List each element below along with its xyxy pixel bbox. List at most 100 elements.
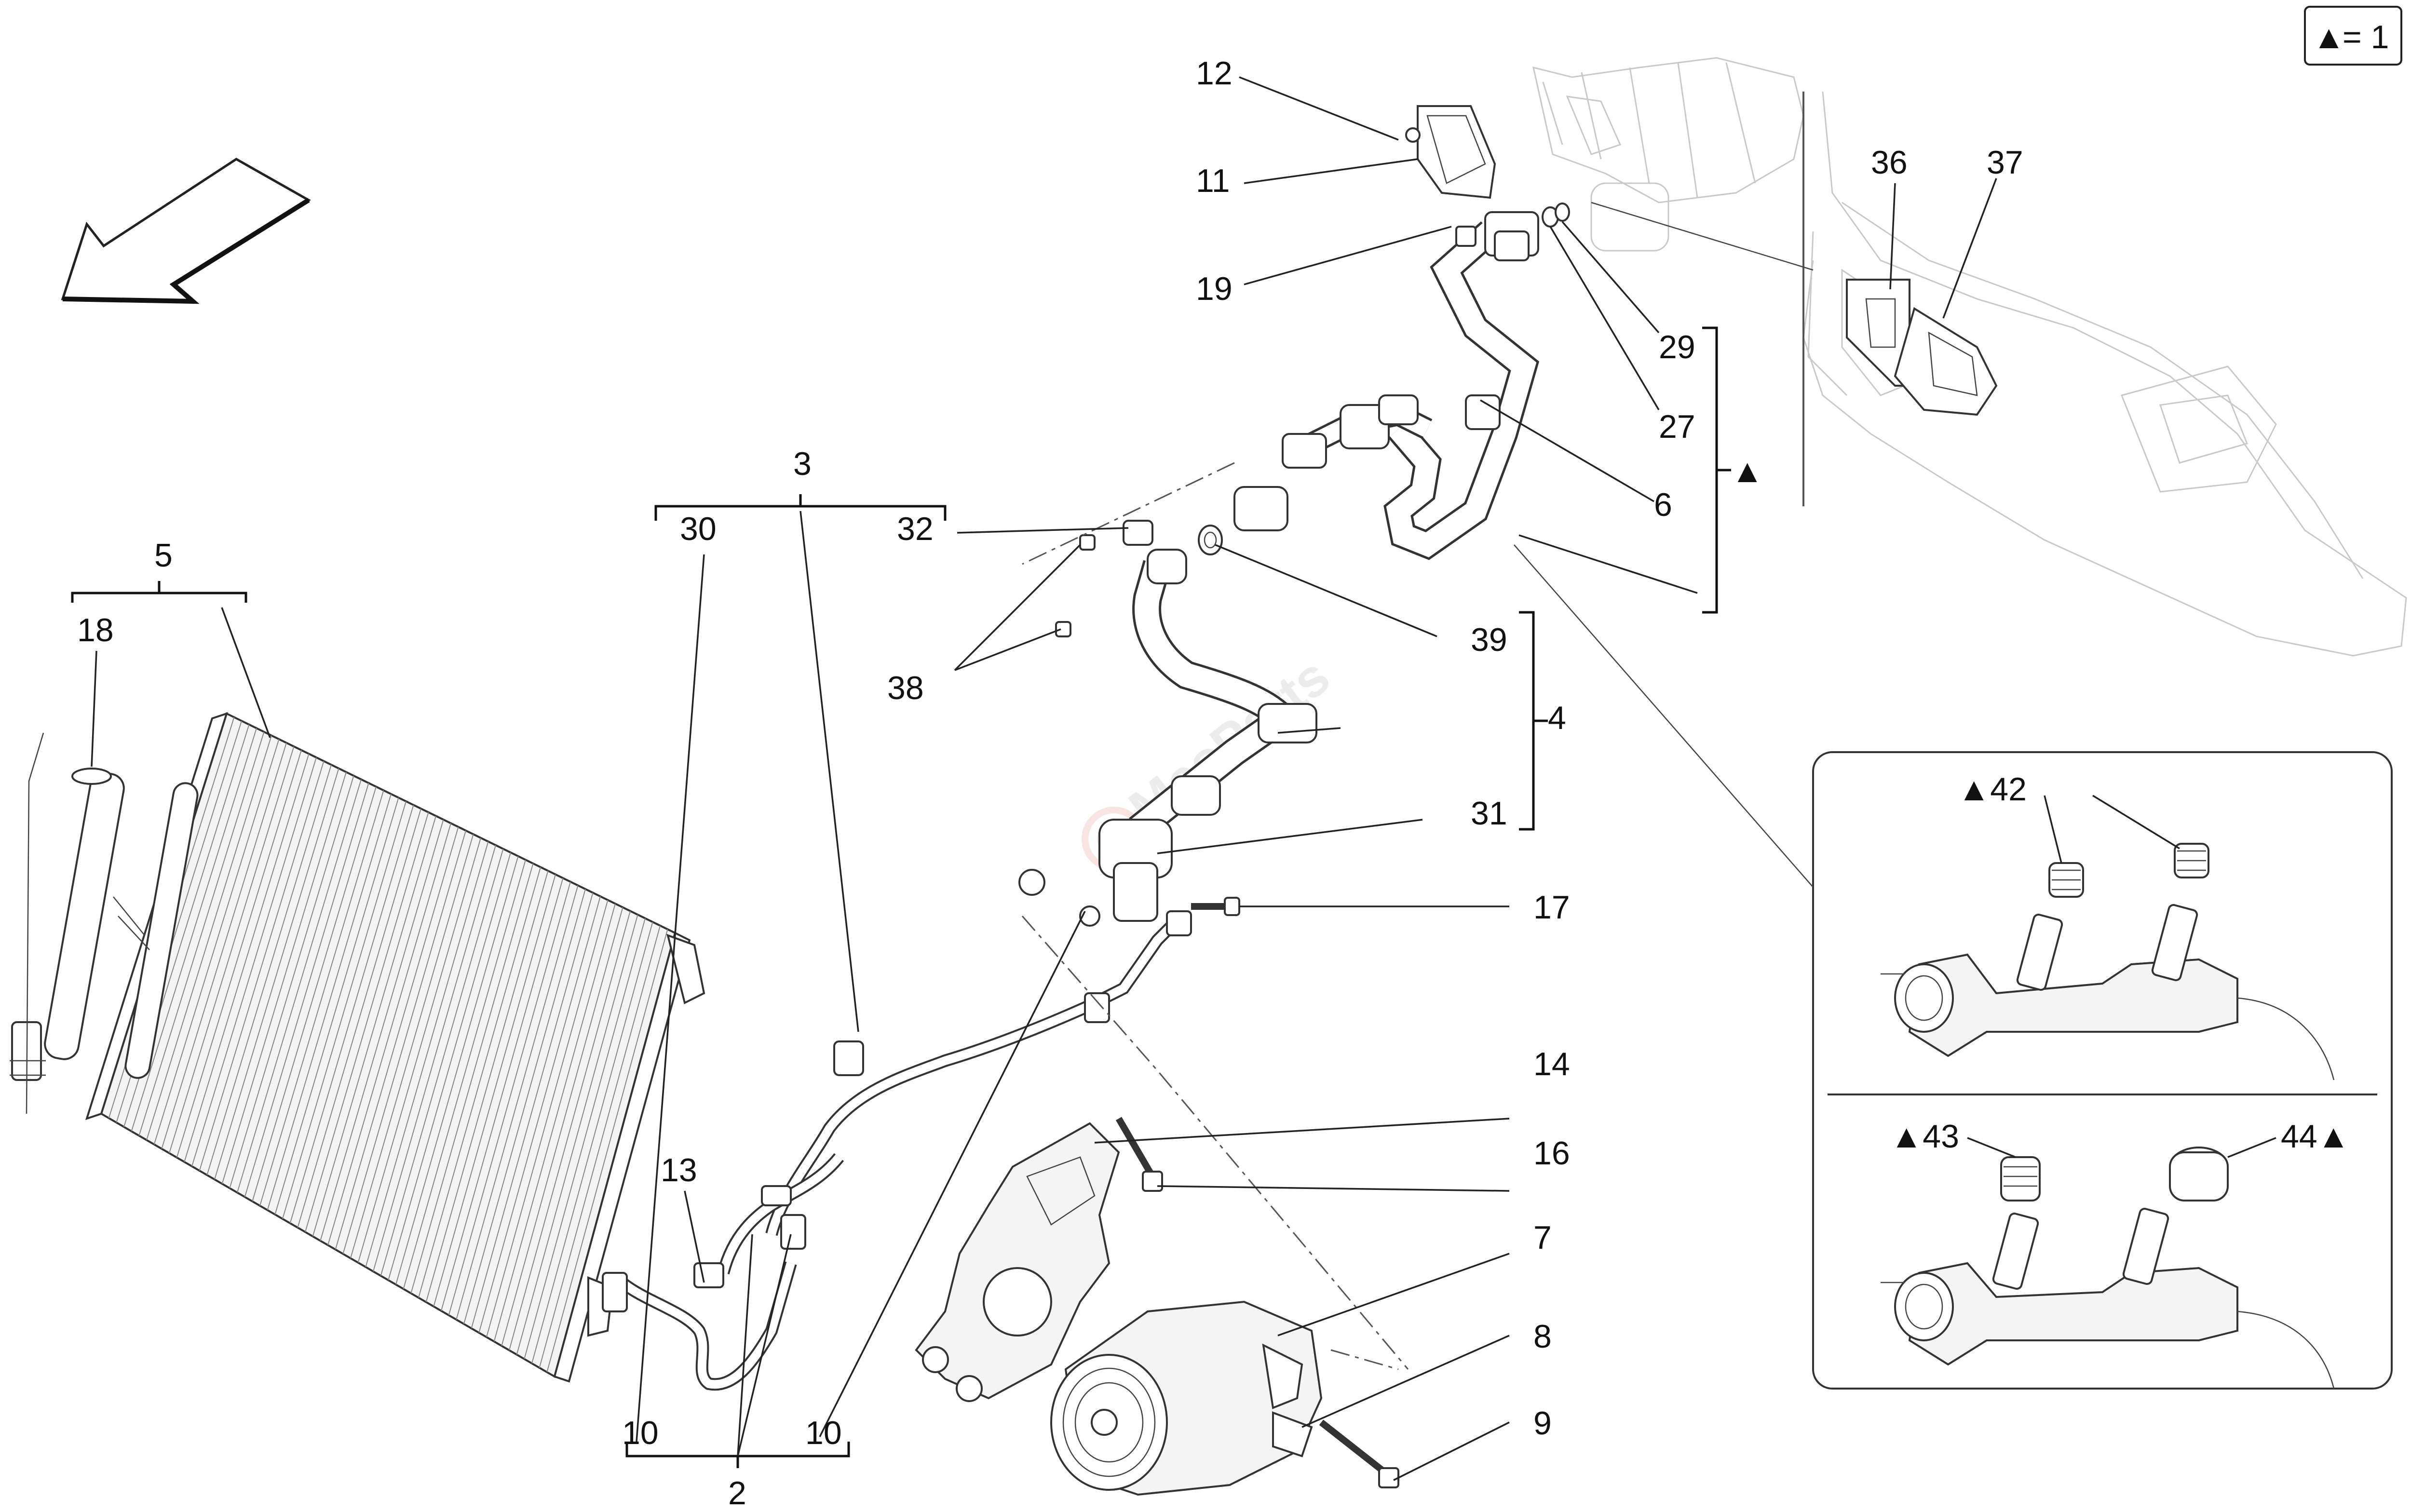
condenser-fin <box>516 914 638 1355</box>
condenser-fin <box>357 837 481 1263</box>
callout-18: 18 <box>77 612 114 648</box>
ac-pipe <box>602 518 1317 1391</box>
condenser-fin <box>486 900 609 1337</box>
condenser-fin <box>153 739 280 1145</box>
callout-38: 38 <box>887 670 924 706</box>
callout-43: ▲43 <box>1890 1118 1959 1155</box>
condenser-fin <box>493 904 616 1342</box>
callout-42: ▲42 <box>1958 771 2027 808</box>
condenser-fin <box>297 808 421 1228</box>
condenser-fin <box>425 870 549 1302</box>
callout-4: 4 <box>1548 700 1566 736</box>
callout-30: 30 <box>680 511 717 547</box>
condenser-fin <box>509 911 631 1350</box>
condenser-fin <box>463 889 586 1324</box>
callout-36: 36 <box>1871 144 1908 181</box>
condenser-fin <box>395 856 519 1285</box>
callout-37: 37 <box>1987 144 2023 181</box>
condenser-fin <box>342 830 466 1254</box>
condenser-fin <box>388 852 511 1281</box>
condenser-fin <box>350 834 474 1259</box>
condenser-fin <box>161 742 287 1149</box>
callout-27: 27 <box>1659 408 1695 445</box>
condenser-fin <box>176 750 302 1158</box>
direction-arrow-icon <box>61 158 311 304</box>
leader-lines <box>91 76 2276 1481</box>
evaporator-housing <box>1405 57 1804 252</box>
callout-labels: 12 11 19 29 27 ▲ 6 3 30 32 39 38 4 31 17… <box>77 55 2350 1512</box>
condenser-fin <box>539 925 661 1368</box>
callout-31: 31 <box>1471 795 1507 832</box>
callout-39: 39 <box>1471 621 1507 658</box>
callout-10-left: 10 <box>622 1415 659 1451</box>
condenser-fin <box>373 845 496 1272</box>
legend-marker: ▲ <box>2313 19 2345 55</box>
condenser-fin <box>131 728 257 1132</box>
service-port-upper <box>1881 843 2335 1080</box>
condenser-fin <box>206 764 332 1175</box>
condenser-fin <box>289 805 414 1224</box>
condenser-fin <box>365 841 489 1268</box>
centre-lines <box>1021 462 1409 1370</box>
callout-10-right: 10 <box>805 1415 842 1451</box>
compressor-bracket <box>915 1122 1120 1402</box>
inset-detail <box>1514 544 2393 1390</box>
condenser-fin <box>418 867 541 1298</box>
condenser-fin <box>282 801 406 1219</box>
condenser-fin <box>327 823 451 1245</box>
group-brackets <box>71 326 1731 1468</box>
callout-19: 19 <box>1196 270 1233 307</box>
callout-2: 2 <box>728 1475 746 1512</box>
callout-32: 32 <box>897 511 934 547</box>
evaporator-hose <box>1233 211 1540 560</box>
callout-12: 12 <box>1196 55 1233 92</box>
condenser-fin <box>441 878 564 1311</box>
callout-9: 9 <box>1533 1405 1552 1442</box>
condenser-fin <box>501 907 623 1346</box>
condenser-fin <box>471 892 594 1329</box>
callout-44: 44▲ <box>2281 1118 2350 1155</box>
condenser-fin <box>478 896 601 1333</box>
condenser-fin <box>237 779 362 1193</box>
condenser-fin <box>169 746 295 1154</box>
legend-box: ▲ = 1 <box>2304 6 2402 66</box>
condenser-fin <box>191 757 317 1167</box>
condenser-fin <box>456 885 579 1320</box>
condenser-fin <box>524 918 646 1359</box>
callout-group-marker: ▲ <box>1731 453 1763 489</box>
compressor <box>1050 1300 1323 1496</box>
callout-11: 11 <box>1196 162 1230 199</box>
callout-3: 3 <box>793 446 812 482</box>
condenser-fin <box>531 921 653 1364</box>
condenser-fin <box>252 786 377 1202</box>
callout-29: 29 <box>1659 329 1695 365</box>
legend-text: = 1 <box>2343 19 2389 55</box>
condenser-fin <box>433 874 556 1307</box>
callout-17: 17 <box>1533 889 1570 926</box>
condenser-fin <box>138 731 265 1136</box>
condenser-fin <box>312 816 436 1237</box>
condenser-fin <box>244 783 369 1197</box>
callout-16: 16 <box>1533 1135 1570 1172</box>
dryer-filter <box>10 732 199 1114</box>
bulkhead-panel <box>1591 91 2407 657</box>
condenser-fin <box>410 863 534 1294</box>
callout-6: 6 <box>1654 486 1672 523</box>
condenser-fin <box>199 761 325 1171</box>
condenser-fin <box>546 929 668 1373</box>
condenser-fin <box>320 819 444 1241</box>
condenser-fin <box>380 849 504 1276</box>
condenser-fin <box>305 812 429 1232</box>
callout-7: 7 <box>1533 1219 1552 1256</box>
condenser-fin <box>221 772 347 1184</box>
callout-8: 8 <box>1533 1318 1552 1355</box>
callout-14: 14 <box>1533 1046 1570 1082</box>
callout-5: 5 <box>154 537 173 574</box>
condenser-fin <box>335 826 459 1250</box>
condenser-fin <box>267 794 392 1211</box>
service-port-lower <box>1881 1147 2335 1389</box>
condenser-fin <box>214 768 339 1180</box>
callout-13: 13 <box>661 1152 697 1188</box>
condenser-fin <box>184 754 310 1162</box>
